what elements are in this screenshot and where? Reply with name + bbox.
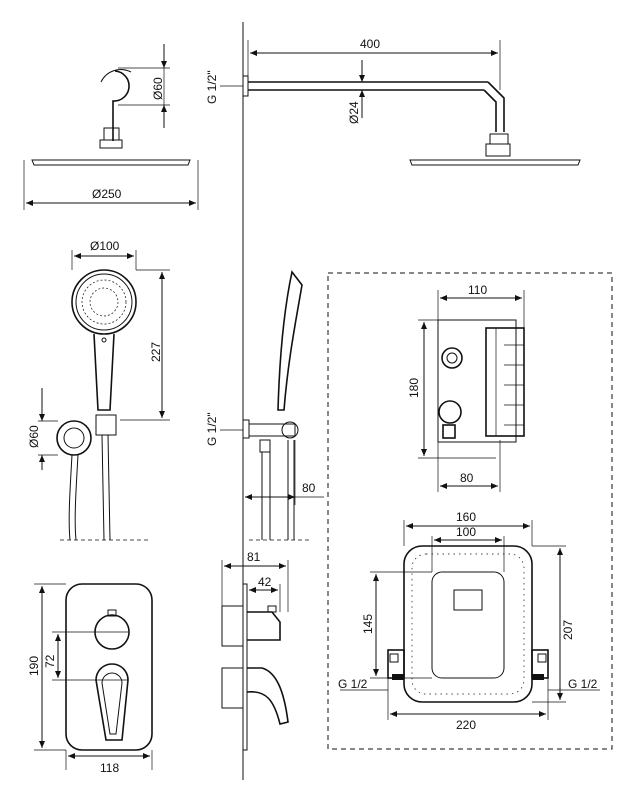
mixer-plate-height-label: 190 [27,656,41,676]
mixer-plate-depth-label: 42 [258,575,272,589]
hand-shower-front-view [38,250,170,541]
valve-height-label: 180 [407,378,421,398]
shower-pipe-diameter-label: Ø24 [347,101,361,124]
concealed-parts-frame [327,272,613,750]
mixer-handle-offset-label: 72 [43,654,57,668]
mixer-plate-width-label: 118 [100,761,119,775]
shower-head-front-view [23,44,199,210]
shower-arm-diameter-label: Ø60 [151,77,165,100]
hand-shower-thread-label: G 1/2" [205,412,219,446]
mixer-total-depth-label: 81 [247,550,261,564]
box-outer-width-label: 160 [456,510,476,524]
box-thread-left-label: G 1/2 [338,677,368,691]
box-thread-right-label: G 1/2 [568,677,598,691]
mounting-box-view [340,520,600,720]
shower-arm-side-view [220,40,581,166]
shower-arm-length-label: 400 [360,37,380,51]
box-outer-height-label: 207 [561,620,575,640]
holder-diameter-label: Ø60 [27,425,41,448]
shower-head-diameter-label: Ø250 [92,187,122,201]
box-total-width-label: 220 [456,718,476,732]
mixer-side-view [221,560,289,751]
hand-shower-side-view [220,270,324,541]
valve-width-label: 110 [468,283,487,297]
shower-thread-label: G 1/2" [205,70,219,104]
hand-shower-diameter-label: Ø100 [90,239,120,253]
valve-body-view [418,290,525,492]
hand-shower-projection-label: 80 [302,481,316,495]
hand-shower-length-label: 227 [149,342,163,362]
valve-depth-label: 80 [460,471,474,485]
box-inner-width-label: 100 [456,525,476,539]
mixer-plate-front-view [34,583,153,770]
box-inner-height-label: 145 [361,614,375,634]
